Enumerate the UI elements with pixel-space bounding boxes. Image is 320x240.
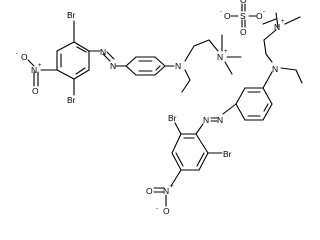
- m2-nitro-o-charge: -: [156, 206, 158, 212]
- m2-methyl-bond-3: [284, 16, 301, 25]
- atom-nitro-o-double: O: [32, 86, 39, 96]
- cation-1: Br Br N + O - O N N N N +: [16, 10, 242, 105]
- m2-azo-bond-1: [222, 103, 237, 115]
- m2-atom-nitro-o-single: O: [163, 206, 170, 216]
- m2-atom-br-right: Br: [223, 149, 232, 159]
- m2-nitro-bond: [170, 169, 182, 187]
- o-right-charge: -: [263, 9, 265, 15]
- ethylene-bond-1: [184, 45, 195, 62]
- atom-br-top: Br: [67, 10, 76, 20]
- atom-s: S: [240, 11, 246, 21]
- atom-azo-n2: N: [110, 61, 116, 71]
- nitro-n-charge: +: [38, 63, 42, 69]
- atom-o-right: O: [256, 11, 263, 21]
- atom-br-bottom: Br: [67, 95, 76, 105]
- m2-atom-azo-n1: N: [217, 115, 223, 125]
- m2-methyl-bond-1: [262, 18, 277, 25]
- ammonium-charge: +: [224, 49, 228, 55]
- m2-br-left-bond: [174, 122, 182, 135]
- sulfate-anion: S O O - O - O: [220, 0, 265, 37]
- m2-atom-amine-n: N: [272, 64, 278, 74]
- ring-1b-bonds: [125, 56, 166, 76]
- azo-double-bond-b: [106, 51, 115, 60]
- atom-amine-n: N: [175, 61, 181, 71]
- o-left-charge: -: [220, 9, 222, 15]
- ethyl-bond-2: [181, 79, 191, 93]
- m2-atom-nitro-n: N: [163, 186, 169, 196]
- atom-azo-n1: N: [100, 47, 106, 57]
- m2-atom-nitro-o-double: O: [146, 186, 153, 196]
- m2-ethylene-bond-2: [263, 39, 267, 55]
- ring-1a-bonds: [56, 41, 90, 80]
- m2-azo-bond-2: [195, 123, 204, 135]
- cation-2: N + N N N Br Br N + O O -: [146, 12, 303, 216]
- azo-double-bond-a: [102, 53, 111, 62]
- atom-o-left: O: [224, 11, 231, 21]
- ethylene-bond-3: [208, 39, 219, 52]
- atom-nitro-o-single: O: [21, 52, 28, 62]
- m2-ethylene-bond-1: [263, 29, 277, 41]
- ring-2b-bonds: [171, 133, 209, 171]
- m2-ethyl-bond-1: [280, 67, 297, 71]
- atom-o-bottom: O: [240, 27, 247, 37]
- m2-amine-bond: [262, 71, 273, 89]
- atom-o-top: O: [240, 0, 247, 5]
- m2-atom-ammonium-n: N: [274, 22, 280, 32]
- atom-ammonium-n: N: [217, 52, 223, 62]
- atom-nitro-n: N: [31, 65, 37, 75]
- m2-ethylene-bond-3: [265, 53, 273, 63]
- methyl-bond-3: [224, 61, 233, 75]
- chemical-structure-diagram: Br Br N + O - O N N N N + S O O - O - O: [16, 0, 303, 216]
- m2-ammonium-charge: +: [281, 19, 285, 25]
- m2-methyl-bond-2: [275, 12, 279, 28]
- ring-2a-bonds: [235, 87, 273, 121]
- ethyl-bond-1: [184, 69, 191, 81]
- m2-atom-azo-n2: N: [203, 115, 209, 125]
- nitro-o-single-bond: [27, 59, 35, 67]
- m2-ethyl-bond-2: [295, 69, 303, 84]
- m2-nitro-n-charge: +: [170, 184, 174, 190]
- ethylene-bond-2: [193, 39, 210, 47]
- nitro-o-charge: -: [16, 51, 18, 57]
- m2-atom-br-left: Br: [168, 113, 177, 123]
